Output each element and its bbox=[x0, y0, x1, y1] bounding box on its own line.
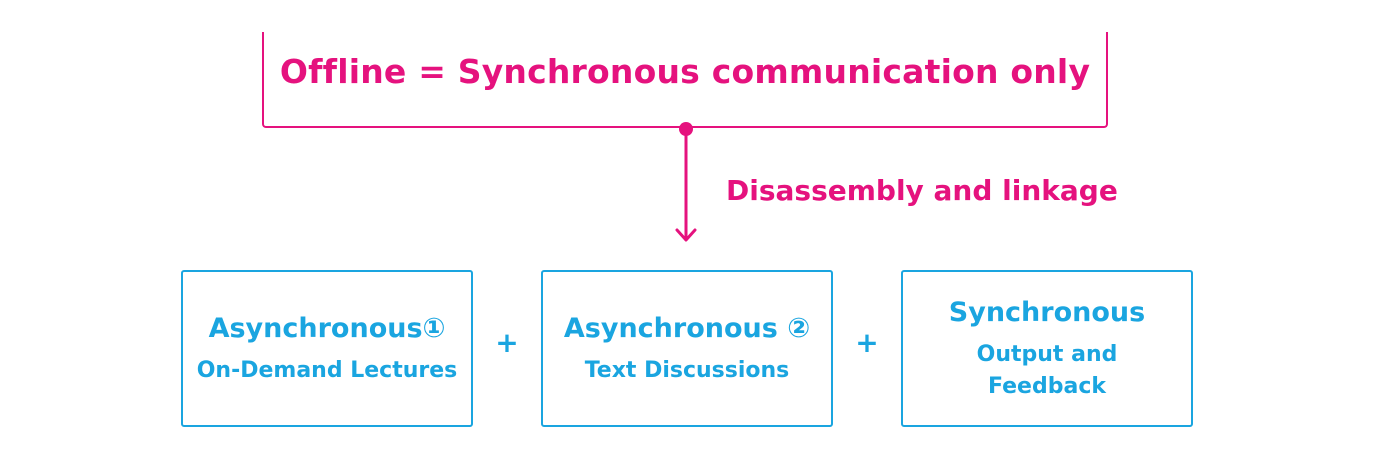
box-subtitle: Text Discussions bbox=[584, 357, 790, 383]
arrow-head-icon bbox=[675, 228, 697, 242]
box-async-1: Asynchronous① On-Demand Lectures bbox=[181, 270, 473, 427]
box-title: Asynchronous ② bbox=[563, 312, 811, 344]
box-async-2: Asynchronous ② Text Discussions bbox=[541, 270, 833, 427]
box-sync: Synchronous Output and Feedback bbox=[901, 270, 1193, 427]
offline-title: Offline = Synchronous communication only bbox=[279, 52, 1091, 91]
plus-operator: + bbox=[855, 326, 879, 359]
arrow-label: Disassembly and linkage bbox=[726, 174, 1118, 207]
box-subtitle: Output and Feedback bbox=[976, 341, 1118, 399]
box-title: Synchronous bbox=[948, 296, 1146, 328]
box-title: Asynchronous① bbox=[208, 312, 446, 344]
box-subtitle: On-Demand Lectures bbox=[196, 357, 458, 383]
plus-operator: + bbox=[495, 326, 519, 359]
